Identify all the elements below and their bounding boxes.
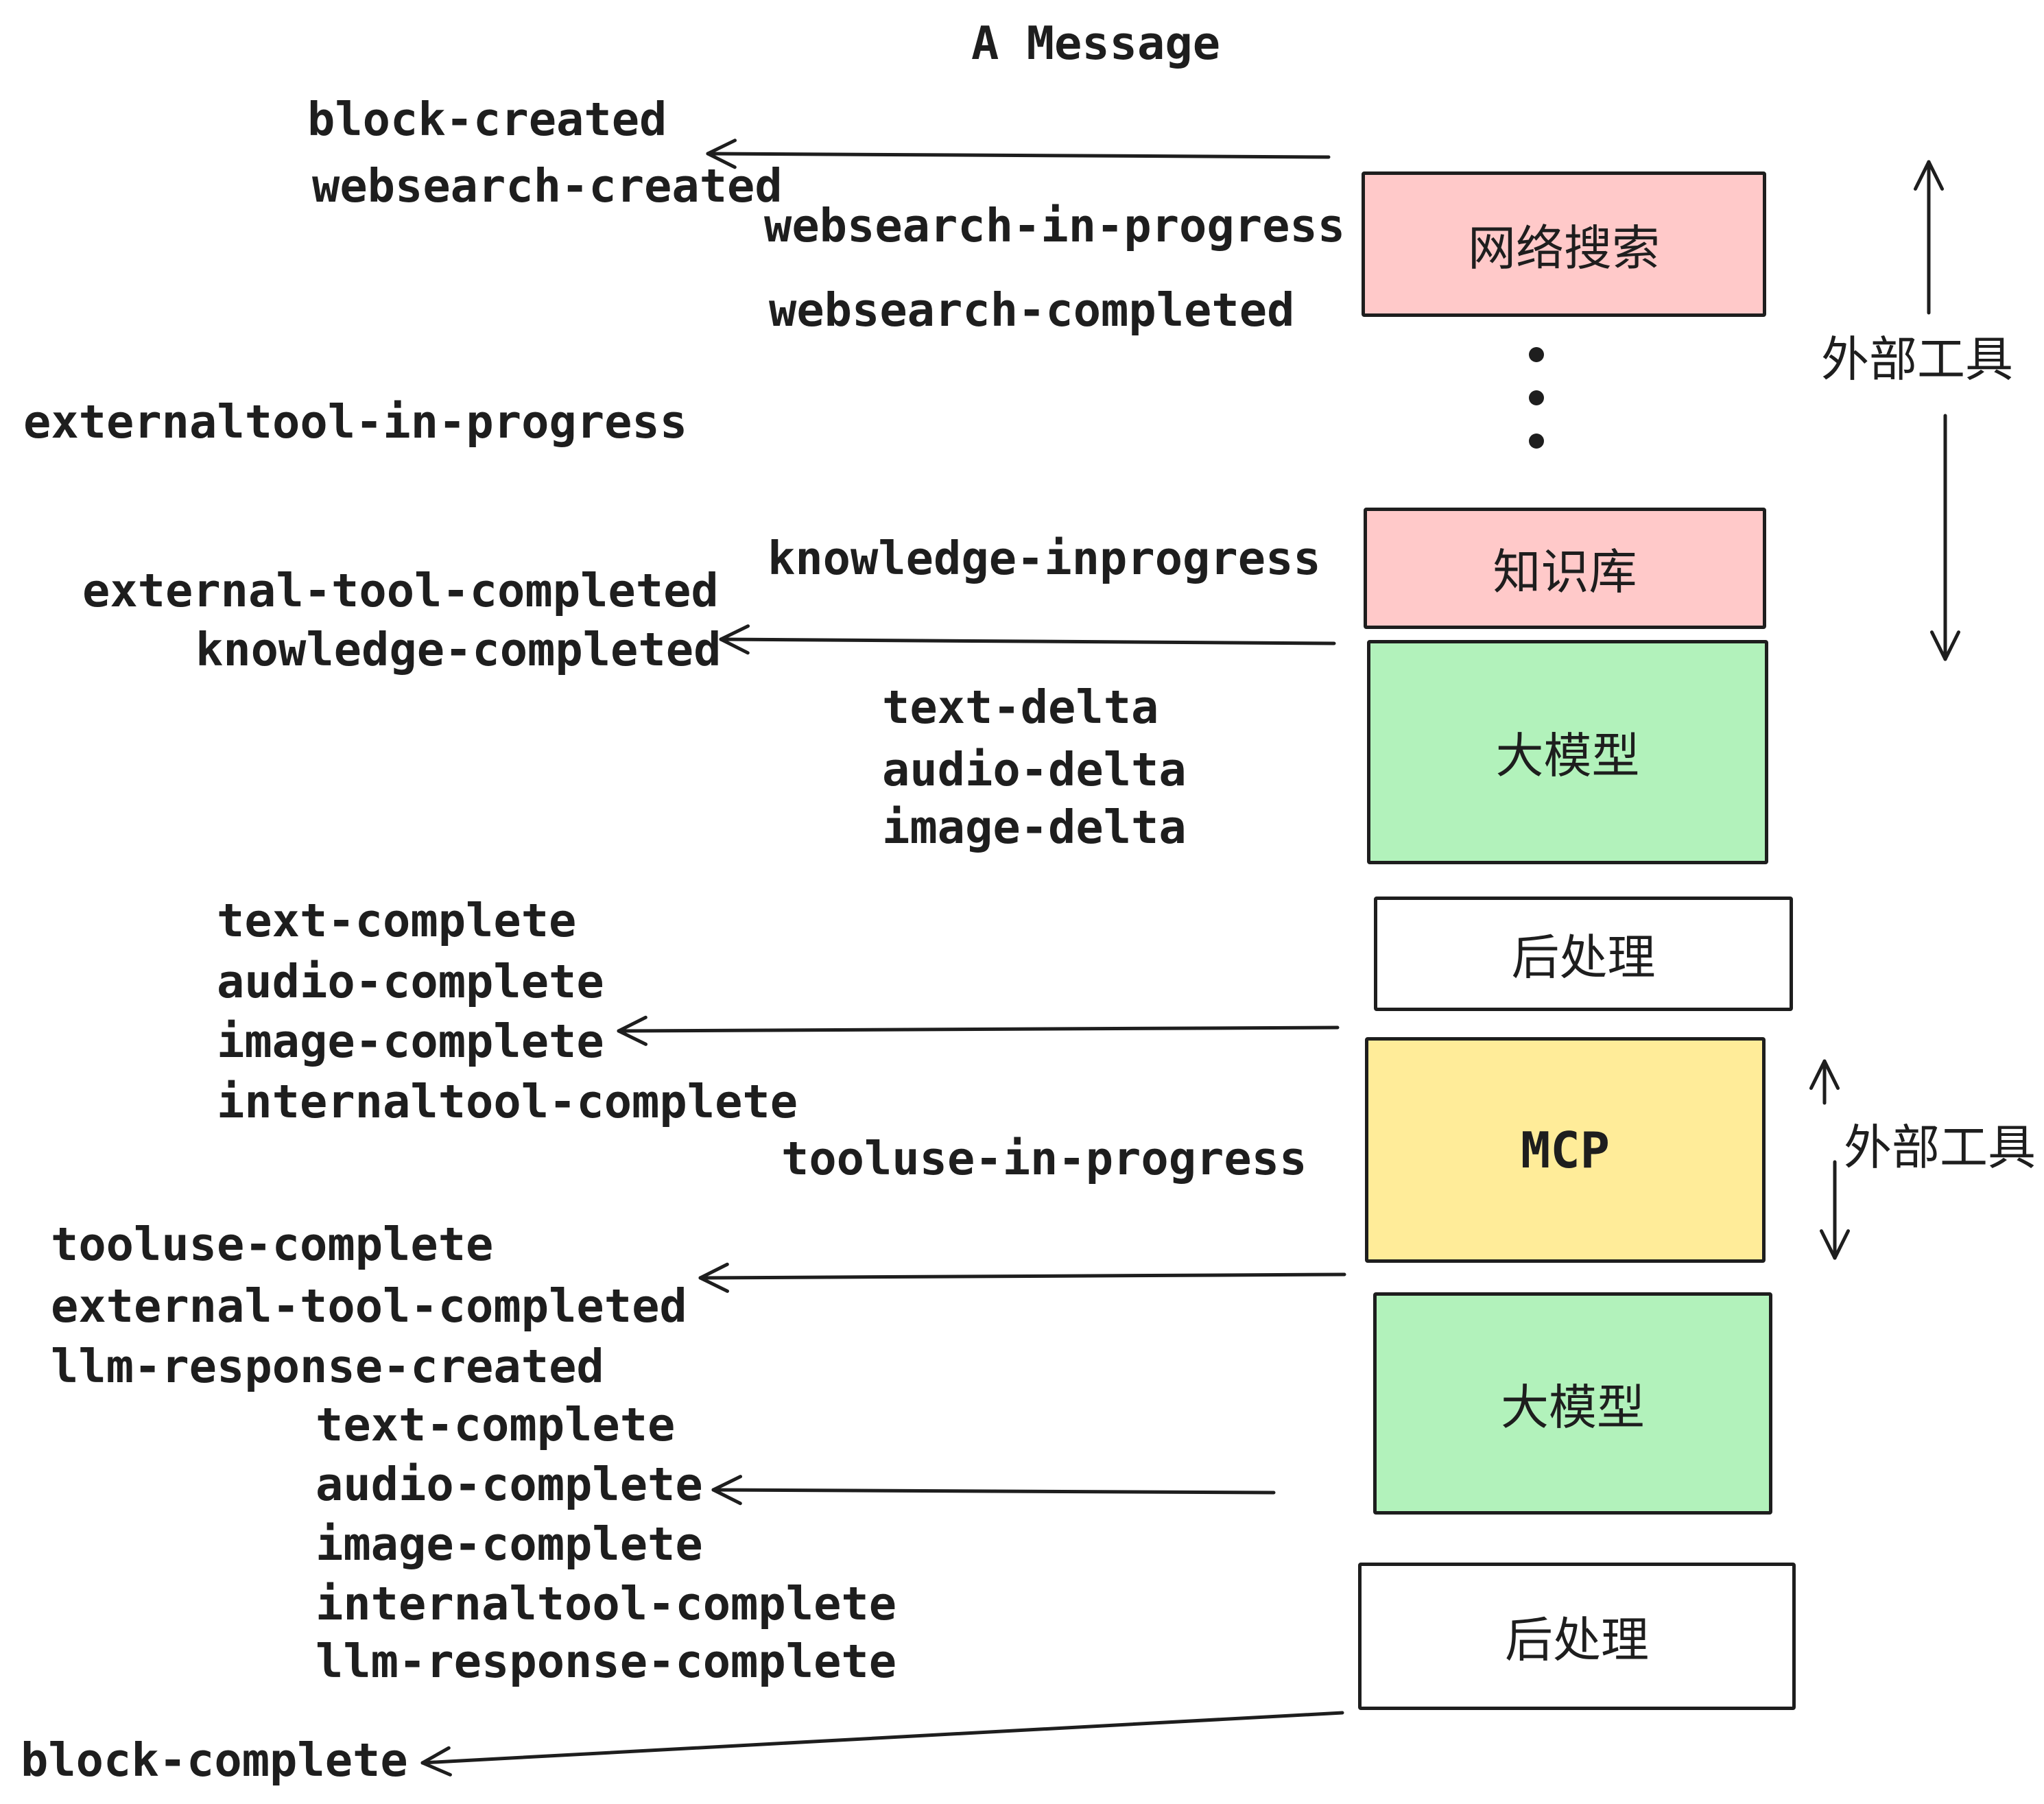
box-postprocess-2-label: 后处理 [1505, 1612, 1649, 1668]
event-label-websearch-created: websearch-created [312, 159, 783, 213]
event-label-audio-complete: audio-complete [217, 955, 604, 1008]
arrow-to-tooluse-complete-head [698, 1262, 729, 1280]
event-label-knowledge-inprogress: knowledge-inprogress [768, 532, 1321, 585]
event-label-websearch-completed: websearch-completed [769, 283, 1295, 337]
event-label-knowledge-completed: knowledge-completed [195, 623, 722, 676]
box-mcp-label: MCP [1520, 1121, 1611, 1179]
arrow-to-image-complete-head [617, 1015, 647, 1033]
event-label-internaltool-complete-2: internaltool-complete [316, 1577, 897, 1630]
event-label-external-tool-completed-2: external-tool-completed [51, 1279, 687, 1333]
arrow-to-knowledge-completed-head [719, 637, 750, 655]
arrow-to-knowledge-completed [719, 637, 1336, 645]
arrow-to-image-complete-head [617, 1029, 648, 1046]
event-label-image-complete: image-complete [217, 1014, 604, 1068]
external-tools-top-down-arrow-head [1929, 630, 1947, 661]
annotation-external-tools-bottom: 外部工具 [1844, 1119, 2036, 1176]
event-label-block-created: block-created [307, 93, 667, 146]
box-llm-2-label: 大模型 [1501, 1379, 1645, 1436]
box-postprocess-2: 后处理 [1358, 1563, 1796, 1710]
event-label-block-complete: block-complete [21, 1733, 408, 1787]
box-mcp: MCP [1365, 1037, 1766, 1263]
arrow-to-audio-complete-head [711, 1475, 743, 1492]
event-label-tooluse-complete: tooluse-complete [51, 1218, 494, 1271]
event-label-externaltool-in-progress: externaltool-in-progress [23, 395, 688, 449]
event-label-external-tool-completed: external-tool-completed [82, 564, 719, 617]
arrow-to-tooluse-complete [698, 1272, 1346, 1280]
external-tools-top-down-arrow-head [1943, 630, 1961, 661]
event-label-image-delta: image-delta [882, 800, 1187, 854]
event-label-llm-response-created: llm-response-created [51, 1340, 604, 1393]
page-title: A Message [971, 16, 1221, 70]
external-tools-top-up-arrow-head [1913, 160, 1931, 191]
event-label-audio-delta: audio-delta [882, 743, 1187, 796]
arrow-to-audio-complete-head [711, 1488, 742, 1506]
box-postprocess-1: 后处理 [1374, 897, 1793, 1011]
arrow-to-block-created [706, 152, 1331, 159]
box-knowledge-base: 知识库 [1364, 508, 1766, 629]
external-tools-bottom-up-arrow-head [1809, 1059, 1827, 1090]
event-label-llm-response-complete: llm-response-complete [316, 1635, 897, 1688]
annotation-external-tools-top: 外部工具 [1821, 331, 2013, 388]
box-llm-1: 大模型 [1367, 640, 1768, 864]
arrow-to-audio-complete [711, 1488, 1276, 1495]
arrow-to-block-created-head [706, 139, 737, 156]
arrow-to-tooluse-complete-head [698, 1276, 730, 1293]
event-label-audio-complete-2: audio-complete [316, 1458, 703, 1511]
box-websearch: 网络搜索 [1362, 171, 1766, 317]
external-tools-bottom-up-arrow-head [1822, 1059, 1840, 1090]
external-tools-top-up-arrow-head [1927, 160, 1945, 191]
external-tools-bottom-down-arrow-head [1833, 1229, 1851, 1260]
ellipsis-dot [1529, 434, 1544, 449]
box-websearch-label: 网络搜索 [1468, 219, 1660, 276]
ellipsis-dot [1529, 347, 1544, 362]
arrow-to-knowledge-completed-head [719, 624, 750, 641]
box-knowledge-base-label: 知识库 [1493, 544, 1637, 600]
ellipsis-dot [1529, 390, 1544, 405]
event-label-tooluse-in-progress: tooluse-in-progress [781, 1132, 1307, 1185]
arrow-to-image-complete [617, 1025, 1340, 1033]
event-label-text-complete: text-complete [217, 894, 577, 947]
box-llm-2: 大模型 [1373, 1292, 1772, 1515]
arrow-to-block-complete-head [420, 1746, 451, 1765]
event-label-websearch-in-progress: websearch-in-progress [764, 199, 1346, 252]
box-postprocess-1-label: 后处理 [1511, 929, 1656, 986]
arrow-to-block-complete-head [420, 1761, 452, 1777]
external-tools-bottom-down-arrow-head [1819, 1229, 1837, 1260]
arrow-to-block-complete [420, 1711, 1344, 1765]
event-label-image-complete-2: image-complete [316, 1517, 703, 1571]
event-label-text-complete-2: text-complete [316, 1398, 676, 1451]
event-label-internaltool-complete: internaltool-complete [217, 1075, 798, 1128]
box-llm-1-label: 大模型 [1495, 728, 1640, 784]
event-label-text-delta: text-delta [882, 680, 1159, 734]
